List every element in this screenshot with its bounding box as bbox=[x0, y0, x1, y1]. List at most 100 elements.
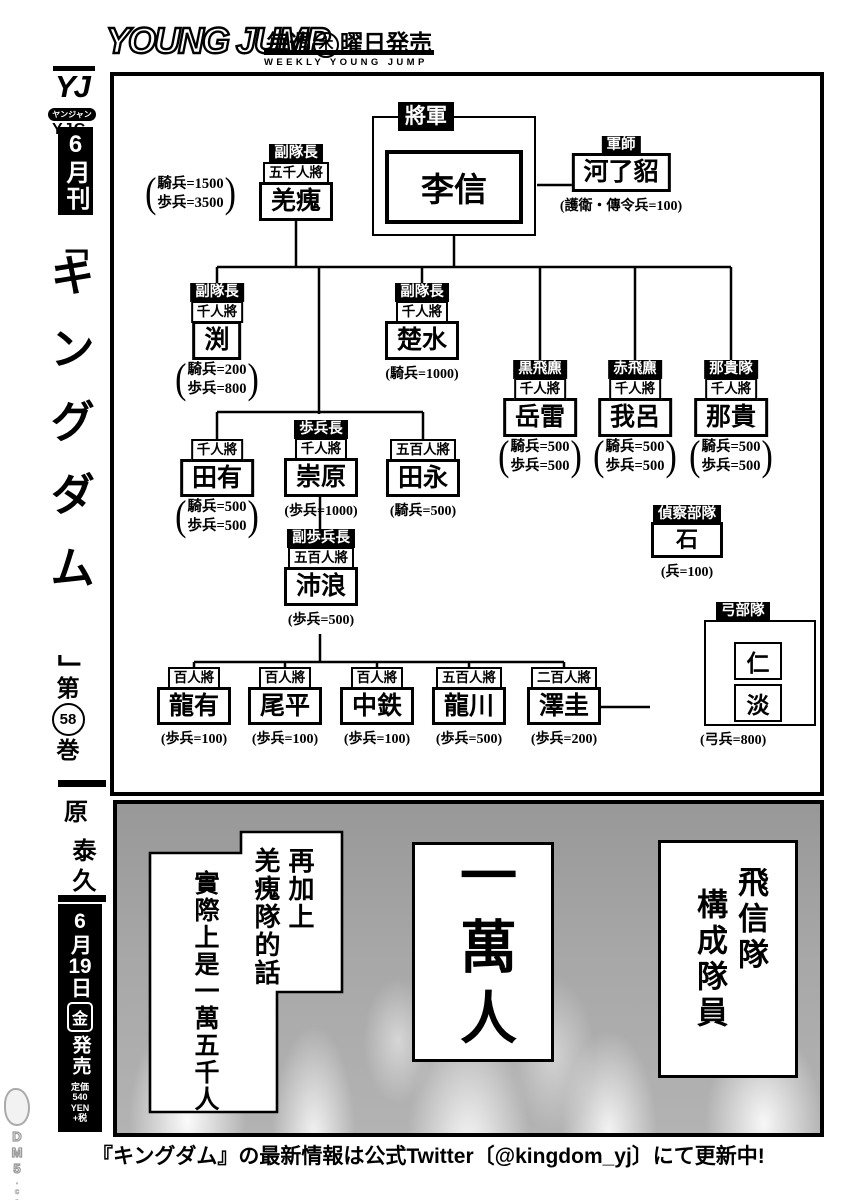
volume-prefix: 第 bbox=[56, 675, 80, 701]
troop-note-chutetsu: (歩兵=100) bbox=[343, 732, 411, 748]
chart-node-bow-squad: 弓部隊 仁 淡 (弓兵=800) bbox=[700, 602, 816, 749]
total-count-text: 一萬人 bbox=[451, 845, 516, 1059]
bow-squad-box: 仁 淡 bbox=[704, 620, 816, 727]
name-box-en: 渕 bbox=[192, 320, 242, 360]
troop-note-sosui: (騎兵=1000) bbox=[385, 366, 459, 382]
price-label: 定価 540 YEN +税 bbox=[71, 1082, 90, 1123]
rank-label-1000: 千人將 bbox=[190, 439, 244, 461]
chart-node-hairo: 副歩兵長 五百人將 沛浪 (歩兵=500) bbox=[283, 529, 359, 629]
paren-open: ( bbox=[175, 355, 187, 403]
bracket-open: ﹁ bbox=[58, 231, 88, 264]
name-box-denyu: 田有 bbox=[179, 458, 255, 498]
name-box-bihei: 尾平 bbox=[247, 686, 323, 726]
yj-logo-bar bbox=[53, 66, 95, 71]
right-caption-box bbox=[658, 840, 798, 1078]
cavalry-count: 騎兵=500 bbox=[187, 499, 247, 516]
author-name-part1: 原 bbox=[64, 800, 88, 826]
chart-node-takukei: 二百人將 澤圭 (歩兵=200) bbox=[526, 667, 602, 748]
rank-label-5000: 五千人將 bbox=[262, 162, 329, 184]
paren-close: ) bbox=[570, 432, 582, 480]
connector-lines bbox=[192, 183, 733, 709]
paren-open: ( bbox=[593, 432, 605, 480]
name-box-sogen: 崇原 bbox=[283, 457, 359, 497]
dm5-watermark-text: DM5 bbox=[9, 1128, 25, 1177]
cavalry-count: 騎兵=200 bbox=[187, 361, 247, 378]
dm5-watermark-suffix: .com bbox=[12, 1177, 22, 1200]
author-name-part2: 泰久 bbox=[68, 838, 94, 898]
unit-tag-bow-squad: 弓部隊 bbox=[716, 602, 770, 622]
name-box-jin: 仁 bbox=[734, 642, 782, 681]
price-amount: 540 bbox=[72, 1092, 88, 1103]
sidebar-divider bbox=[58, 780, 106, 787]
paren-close: ) bbox=[761, 432, 773, 480]
name-box-seki: 石 bbox=[650, 522, 724, 558]
rank-label-500: 五百人將 bbox=[435, 667, 502, 689]
rank-label-500: 五百人將 bbox=[287, 547, 354, 569]
name-box-gakurai: 岳雷 bbox=[502, 397, 578, 437]
price-word: 定価 bbox=[70, 1082, 89, 1092]
twitter-info-caption: 『キングダム』の最新情報は公式Twitter〔@kingdom_yj〕にて更新中… bbox=[92, 1145, 765, 1168]
infantry-count: 歩兵=500 bbox=[701, 457, 761, 474]
rank-label-100: 百人將 bbox=[167, 667, 221, 689]
volume-label: 第 58 巻 bbox=[50, 675, 86, 764]
rank-label-1000: 千人將 bbox=[294, 438, 348, 460]
sidebar-divider bbox=[58, 895, 106, 902]
paren-close: ) bbox=[665, 432, 677, 480]
name-box-sosui: 楚水 bbox=[384, 320, 460, 360]
chart-node-seki: 偵察部隊 石 (兵=100) bbox=[650, 505, 724, 581]
unit-tag-red-hihyo: 赤飛麃 bbox=[608, 360, 662, 380]
troop-note-denei: (騎兵=500) bbox=[389, 504, 457, 520]
rank-label-100: 百人將 bbox=[350, 667, 404, 689]
infantry-count: 歩兵=800 bbox=[187, 380, 247, 397]
rank-label-1000: 千人將 bbox=[608, 378, 662, 400]
troop-note-karyoten: (護衛・傳令兵=100) bbox=[559, 199, 683, 215]
monthly-issue-badge: 6月刊 bbox=[58, 127, 93, 215]
paren-close: ) bbox=[247, 493, 259, 540]
middle-caption-box: 一萬人 bbox=[412, 842, 554, 1062]
role-tag-strategist: 軍師 bbox=[601, 136, 641, 156]
right-bubble-line1: 飛信隊 bbox=[733, 866, 768, 974]
name-box-garo: 我呂 bbox=[597, 397, 673, 437]
left-bubble-line3: 實際上是一萬五千人 bbox=[191, 870, 219, 1113]
unit-tag-naki-squad: 那貴隊 bbox=[704, 360, 758, 380]
release-date-badge: 6月19日 金 発売 定価 540 YEN +税 bbox=[58, 904, 102, 1132]
name-box-denei: 田永 bbox=[385, 458, 461, 498]
rank-label-1000: 千人將 bbox=[513, 378, 567, 400]
circled-thursday-icon: 木 bbox=[313, 32, 339, 58]
volume-number-circle: 58 bbox=[51, 703, 85, 737]
rank-label-200: 二百人將 bbox=[530, 667, 597, 689]
left-bubble-line2: 羌瘣隊的話 bbox=[251, 847, 281, 987]
troop-note-seki: (兵=100) bbox=[660, 564, 714, 580]
infantry-count: 歩兵=500 bbox=[605, 457, 665, 474]
cavalry-count: 騎兵=500 bbox=[701, 438, 761, 455]
role-tag-vice-captain: 副隊長 bbox=[190, 283, 244, 303]
infantry-count: 歩兵=3500 bbox=[157, 194, 224, 211]
left-bubble-line1: 再加上 bbox=[285, 847, 315, 931]
price-currency: YEN bbox=[70, 1102, 90, 1113]
paren-open: ( bbox=[175, 493, 187, 540]
chart-node-rishin: 將軍 李信 bbox=[372, 102, 536, 236]
role-tag-vice-infantry-chief: 副歩兵長 bbox=[286, 529, 355, 549]
name-box-takukei: 澤圭 bbox=[526, 686, 602, 726]
chart-node-bihei: 百人將 尾平 (歩兵=100) bbox=[247, 667, 323, 748]
name-box-ryuyu: 龍有 bbox=[156, 686, 232, 726]
rank-label-1000: 千人將 bbox=[190, 301, 244, 323]
on-sale-label: 発売 bbox=[69, 1035, 91, 1077]
name-box-chutetsu: 中鉄 bbox=[339, 686, 415, 726]
troop-note-bow-squad: (弓兵=800) bbox=[700, 733, 767, 749]
name-box-naki: 那貴 bbox=[693, 397, 769, 437]
troop-note-sogen: (歩兵=1000) bbox=[284, 503, 358, 519]
cavalry-count: 騎兵=1500 bbox=[157, 176, 224, 192]
name-box-hairo: 沛浪 bbox=[283, 566, 359, 606]
role-tag-general: 將軍 bbox=[398, 102, 454, 132]
